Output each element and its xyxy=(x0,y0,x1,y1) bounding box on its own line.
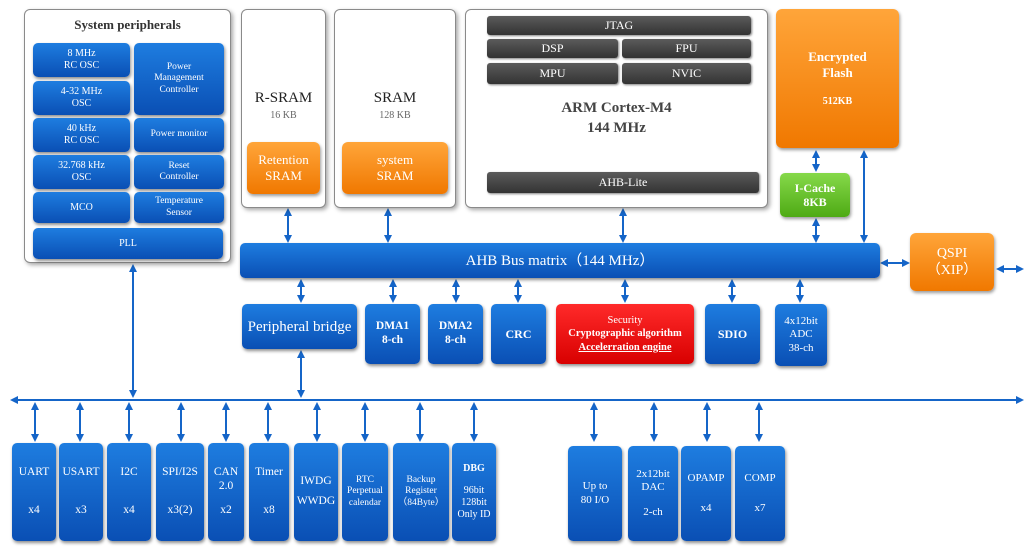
sram-title: SRAM xyxy=(373,90,417,106)
peripheral-bridge-block: Peripheral bridge xyxy=(242,304,357,349)
security-block: Security Cryptographic algorithm Acceler… xyxy=(556,304,694,364)
ahb-lite-block: AHB-Lite xyxy=(487,172,759,193)
r-sram-size: 16 KB xyxy=(270,110,297,121)
jtag-block: JTAG xyxy=(487,16,751,35)
mpu-block: MPU xyxy=(487,63,618,84)
encrypted-flash-block: Encrypted Flash 512KB xyxy=(776,9,899,148)
sram-size: 128 KB xyxy=(379,110,411,121)
system-peripherals-title: System peripherals xyxy=(74,17,181,32)
r-sram-title: R-SRAM xyxy=(254,90,313,106)
fpu-block: FPU xyxy=(622,39,751,58)
dsp-block: DSP xyxy=(487,39,618,58)
mco-block: MCO xyxy=(33,192,130,223)
qspi-block: QSPI（XIP） xyxy=(910,233,994,291)
cpu-name: ARM Cortex-M4 xyxy=(561,100,672,116)
power-monitor-block: Power monitor xyxy=(134,118,224,152)
pll-block: PLL xyxy=(33,228,223,259)
crc-block: CRC xyxy=(491,304,546,364)
cpu-frequency: 144 MHz xyxy=(587,120,646,136)
sdio-block: SDIO xyxy=(705,304,760,364)
ahb-bus-matrix: AHB Bus matrix（144 MHz） xyxy=(240,243,880,278)
nvic-block: NVIC xyxy=(622,63,751,84)
